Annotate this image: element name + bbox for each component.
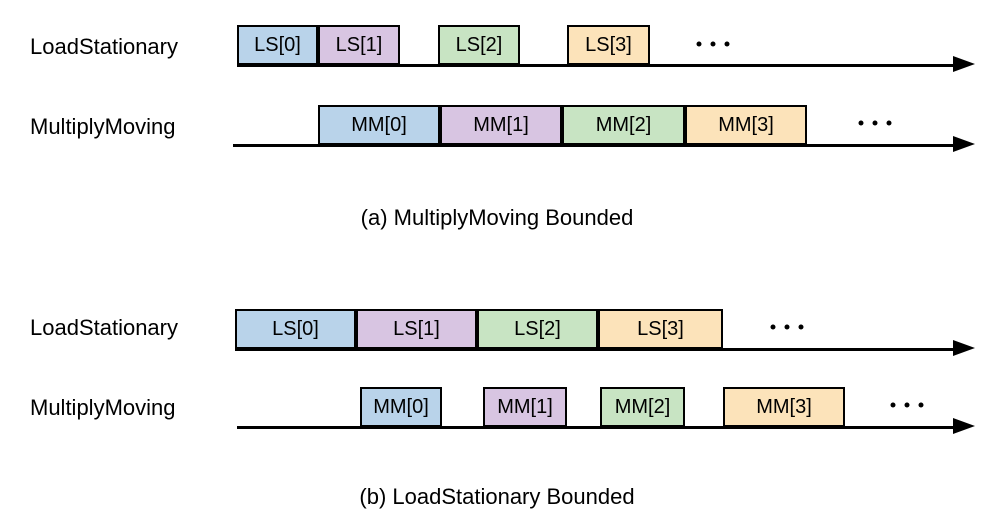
task-block-ls2: LS[2]: [438, 25, 520, 65]
ellipsis-dot: [696, 41, 702, 47]
ellipsis-dot: [918, 402, 924, 408]
timeline-line: [237, 425, 957, 429]
task-block-mm0: MM[0]: [360, 387, 442, 427]
row-label-multiplymoving: MultiplyMoving: [30, 395, 176, 420]
ellipsis-dot: [872, 120, 878, 126]
timeline-line: [235, 347, 957, 351]
arrowhead-icon: [953, 339, 975, 356]
section-caption-b: (b) LoadStationary Bounded: [359, 484, 635, 509]
ellipsis-icon: [696, 41, 730, 47]
ellipsis-icon: [890, 402, 924, 408]
timeline-line: [237, 63, 957, 67]
section-caption-a: (a) MultiplyMoving Bounded: [360, 205, 634, 230]
task-block-mm2: MM[2]: [600, 387, 685, 427]
arrowhead-icon: [953, 55, 975, 72]
ellipsis-dot: [890, 402, 896, 408]
ellipsis-dot: [858, 120, 864, 126]
task-block-mm3: MM[3]: [685, 105, 807, 145]
task-block-ls1: LS[1]: [356, 309, 477, 349]
task-block-ls2: LS[2]: [477, 309, 598, 349]
ellipsis-icon: [858, 120, 892, 126]
task-block-ls3: LS[3]: [567, 25, 650, 65]
ellipsis-dot: [904, 402, 910, 408]
row-label-multiplymoving: MultiplyMoving: [30, 114, 176, 139]
timeline-line: [233, 143, 957, 147]
arrowhead-icon: [953, 417, 975, 434]
task-block-mm3: MM[3]: [723, 387, 845, 427]
task-block-mm0: MM[0]: [318, 105, 440, 145]
task-block-ls1: LS[1]: [318, 25, 400, 65]
task-block-ls0: LS[0]: [237, 25, 318, 65]
ellipsis-icon: [770, 324, 804, 330]
ellipsis-dot: [710, 41, 716, 47]
task-block-mm1: MM[1]: [483, 387, 567, 427]
arrowhead-icon: [953, 135, 975, 152]
task-block-ls3: LS[3]: [598, 309, 723, 349]
row-label-loadstationary: LoadStationary: [30, 34, 178, 59]
ellipsis-dot: [770, 324, 776, 330]
ellipsis-dot: [724, 41, 730, 47]
task-block-mm2: MM[2]: [562, 105, 685, 145]
ellipsis-dot: [798, 324, 804, 330]
ellipsis-dot: [886, 120, 892, 126]
task-block-ls0: LS[0]: [235, 309, 356, 349]
task-block-mm1: MM[1]: [440, 105, 562, 145]
row-label-loadstationary: LoadStationary: [30, 315, 178, 340]
ellipsis-dot: [784, 324, 790, 330]
